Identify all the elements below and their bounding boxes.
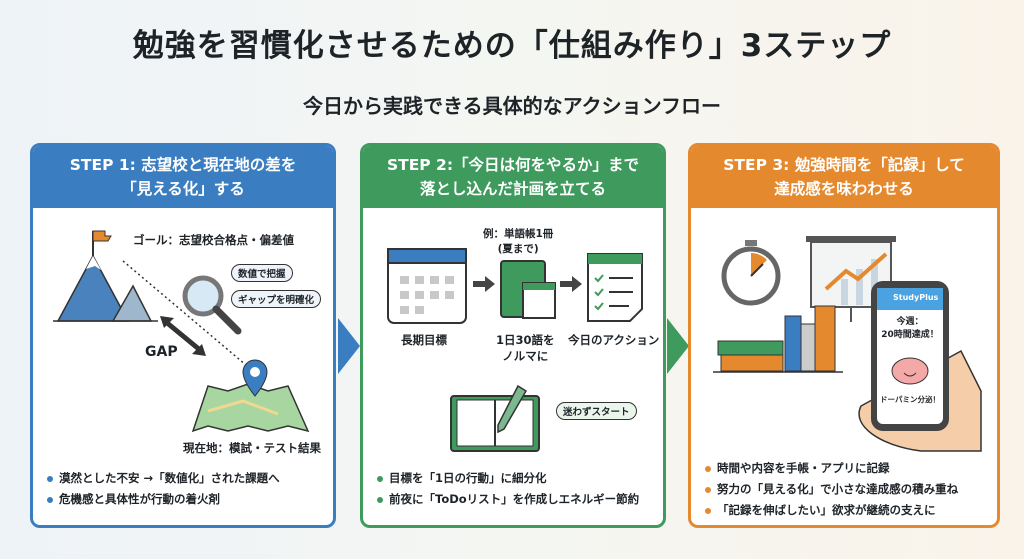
step2-bullets: 目標を「1日の行動」に細分化 前夜に「ToDoリスト」を作成しエネルギー節約	[375, 468, 639, 510]
arrow-right-icon	[667, 318, 689, 374]
dotted-arrow-icon	[122, 260, 254, 372]
phone-weekly-label: 今週： 20時間達成！	[877, 314, 943, 340]
arrow-icon	[560, 276, 582, 292]
step1-header: STEP 1: 志望校と現在地の差を 「見える化」する	[33, 146, 333, 208]
vocab-book-icon	[500, 260, 556, 319]
example-line1: 例：単語帳1冊	[483, 228, 554, 240]
long-term-label: 長期目標	[401, 333, 447, 347]
phone-line2: 20時間達成！	[881, 330, 939, 340]
step1-panel: STEP 1: 志望校と現在地の差を 「見える化」する ゴール：志望校合格点・偏…	[30, 143, 336, 528]
arrow-icon	[473, 276, 495, 292]
page-title: 勉強を習慣化させるための「仕組み作り」3ステップ	[132, 28, 892, 64]
bullet: 危機感と具体性が行動の着火剤	[45, 489, 280, 510]
books-icon	[713, 305, 843, 373]
today-action-label: 今日のアクション	[568, 333, 660, 347]
checklist-icon	[587, 253, 643, 322]
step3-bullets: 時間や内容を手帳・アプリに記録 努力の「見える化」で小さな達成感の積み重ね 「記…	[703, 458, 958, 521]
bullet: 時間や内容を手帳・アプリに記録	[703, 458, 958, 479]
quota-line2: ノルマに	[502, 349, 549, 363]
step2-panel: STEP 2:「今日は何をやるか」まで 落とし込んだ計画を立てる 例：単語帳1冊…	[360, 143, 666, 528]
app-name: StudyPlus	[893, 293, 939, 302]
goal-label: ゴール：志望校合格点・偏差値	[133, 233, 294, 247]
step1-header-line2: 「見える化」する	[121, 180, 245, 198]
bullet: 努力の「見える化」で小さな達成感の積み重ね	[703, 479, 958, 500]
step3-header-line2: 達成感を味わわせる	[774, 180, 914, 198]
arrow-right-icon	[338, 318, 360, 374]
page-subtitle: 今日から実践できる具体的なアクションフロー	[303, 94, 721, 118]
step2-header-line1: STEP 2:「今日は何をやるか」まで	[386, 156, 640, 174]
bullet: 「記録を伸ばしたい」欲求が継続の支えに	[703, 500, 958, 521]
quota-line1: 1日30語を	[496, 333, 555, 347]
dopamine-label: ドーパミン分泌！	[880, 395, 940, 404]
gap-double-arrow-icon	[160, 316, 206, 356]
mountain-flag-icon	[53, 230, 158, 322]
step3-header-line1: STEP 3: 勉強時間を「記録」して	[723, 156, 965, 174]
bullet: 目標を「1日の行動」に細分化	[375, 468, 639, 489]
quota-label: 1日30語をノルマに	[496, 332, 555, 364]
step3-panel: STEP 3: 勉強時間を「記録」して 達成感を味わわせる StudyPlus …	[688, 143, 1000, 528]
stopwatch-icon	[721, 240, 781, 306]
example-label: 例：単語帳1冊 (夏まで)	[483, 226, 553, 256]
calendar-icon	[387, 248, 467, 324]
step1-bullets: 漠然とした不安 →「数値化」された課題へ 危機感と具体性が行動の着火剤	[45, 468, 280, 510]
pill-gap: ギャップを明確化	[231, 290, 322, 308]
step2-header: STEP 2:「今日は何をやるか」まで 落とし込んだ計画を立てる	[363, 146, 663, 208]
map-pin-icon	[191, 359, 310, 433]
gap-label: GAP	[145, 344, 178, 360]
pill-quantify: 数値で把握	[231, 264, 293, 282]
current-label: 現在地：模試・テスト結果	[183, 441, 321, 455]
hand-phone-icon	[858, 281, 982, 452]
magnifier-icon	[182, 275, 242, 335]
thought-bubble: 迷わずスタート	[556, 402, 637, 420]
chart-board-icon	[806, 236, 896, 322]
step2-header-line2: 落とし込んだ計画を立てる	[419, 180, 606, 198]
step3-header: STEP 3: 勉強時間を「記録」して 達成感を味わわせる	[691, 146, 997, 208]
notebook-pen-icon	[450, 384, 540, 452]
bullet: 前夜に「ToDoリスト」を作成しエネルギー節約	[375, 489, 639, 510]
example-line2: (夏まで)	[497, 243, 539, 255]
phone-line1: 今週：	[896, 317, 924, 327]
step1-header-line1: STEP 1: 志望校と現在地の差を	[69, 156, 297, 174]
bullet: 漠然とした不安 →「数値化」された課題へ	[45, 468, 280, 489]
